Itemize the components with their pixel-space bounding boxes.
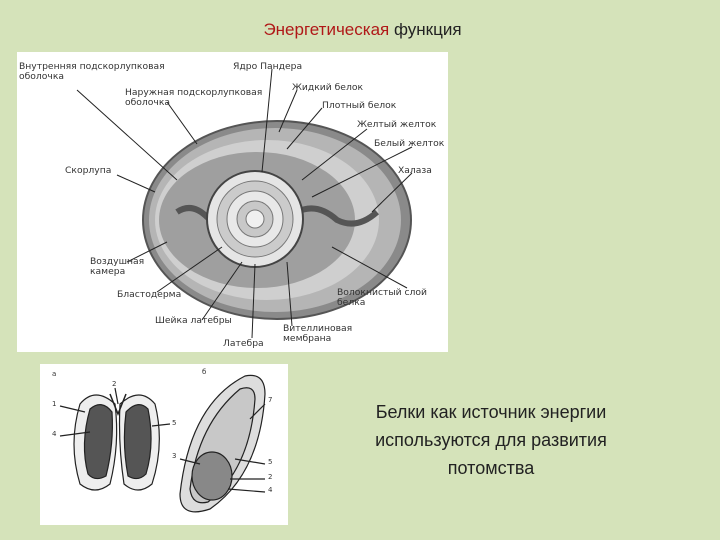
seed-b-num-2: 2 (268, 473, 273, 481)
label-air-cell: Воздушная камера (90, 256, 145, 277)
label-yellow-yolk: Желтый желток (357, 119, 437, 130)
slide-title: Энергетическая функция (0, 20, 720, 40)
label-shell: Скорлупа (65, 165, 112, 176)
label-dense-albumen: Плотный белок (322, 100, 397, 111)
seed-b-num-3: 3 (172, 452, 177, 460)
label-white-yolk: Белый желток (374, 138, 445, 149)
label-outer-membrane: Наружная подскорлупковая оболочка (125, 87, 263, 108)
seed-b-num-5: 5 (268, 458, 273, 466)
seed-label-b: б (202, 368, 207, 376)
label-fibrous-layer: Волокнистый слой белка (337, 287, 428, 308)
egg-diagram: Внутренняя подскорлупковая оболочка Нару… (17, 52, 448, 352)
seed-drawing (59, 374, 266, 513)
seed-b-num-4: 4 (268, 486, 273, 494)
label-inner-membrane: Внутренняя подскорлупковая оболочка (19, 61, 165, 82)
label-pander-nucleus: Ядро Пандера (233, 61, 303, 72)
label-vitelline-membrane: Вителлиновая мембрана (283, 323, 353, 344)
label-latebra-neck: Шейка латебры (155, 315, 232, 326)
slide-title-highlight: Энергетическая (263, 20, 390, 39)
label-liquid-albumen: Жидкий белок (292, 82, 363, 93)
label-latebra: Латебра (223, 338, 264, 349)
seed-a-num-5: 5 (172, 419, 177, 427)
seed-a-num-4: 4 (52, 430, 57, 438)
label-blastoderm: Бластодерма (117, 289, 182, 300)
slide-caption: Белки как источник энергии используются … (375, 402, 607, 478)
seed-label-a: а (52, 370, 57, 378)
egg-drawing (76, 68, 413, 339)
seed-b-num-7: 7 (268, 396, 273, 404)
seed-diagram: а б 1 2 4 5 7 3 5 2 4 (40, 364, 288, 525)
seed-a-num-2: 2 (112, 380, 117, 388)
seed-a-num-1: 1 (52, 400, 57, 408)
label-chalaza: Халаза (398, 165, 432, 176)
slide-title-rest: функция (389, 20, 462, 39)
